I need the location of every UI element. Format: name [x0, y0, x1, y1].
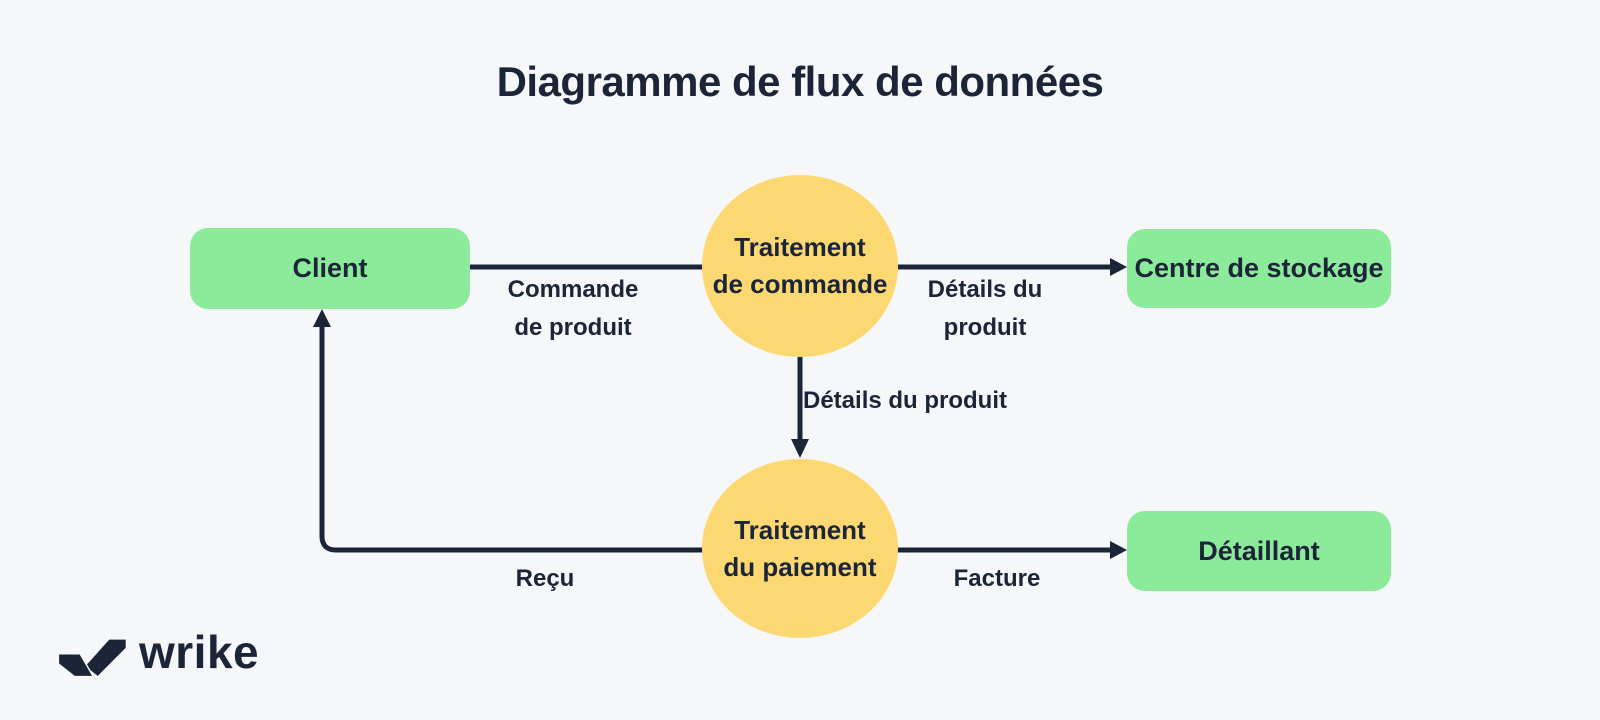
node-client: Client — [190, 228, 470, 309]
node-storage-center: Centre de stockage — [1127, 229, 1391, 308]
flow-label-details-right-line1: Détails du — [927, 276, 1043, 303]
flow-label-order: Commande de produit — [458, 271, 688, 347]
node-payment-processing: Traitement du paiement — [702, 459, 898, 638]
flow-label-details-down: Détails du produit — [803, 387, 1007, 414]
flow-label-details-right: Détails du produit — [885, 271, 1085, 347]
node-order-processing: Traitement de commande — [702, 175, 898, 357]
node-payment-processing-line2: du paiement — [723, 551, 877, 582]
flow-label-receipt: Reçu — [515, 565, 575, 592]
flow-label-order-line1: Commande — [507, 276, 639, 303]
flow-label-order-line2: de produit — [514, 314, 632, 341]
arrowhead-details-down-icon — [791, 439, 809, 458]
node-payment-processing-line1: Traitement — [734, 514, 866, 545]
arrowhead-details-right-icon — [1110, 258, 1127, 276]
flow-label-details-right-line2: produit — [943, 314, 1027, 341]
flow-label-invoice: Facture — [953, 565, 1041, 592]
node-payment-processing-label: Traitement du paiement — [723, 512, 876, 586]
node-storage-center-label: Centre de stockage — [1134, 253, 1384, 283]
node-retailer: Détaillant — [1127, 511, 1391, 591]
wrike-check-icon — [59, 639, 126, 676]
node-client-label: Client — [292, 253, 368, 283]
arrowhead-receipt-icon — [313, 309, 331, 327]
flow-line-receipt — [319, 319, 803, 553]
node-order-processing-line1: Traitement — [734, 232, 866, 262]
wrike-logo: wrike — [55, 625, 259, 679]
node-retailer-label: Détaillant — [1198, 535, 1320, 566]
node-order-processing-line2: de commande — [712, 269, 888, 299]
page-title: Diagramme de flux de données — [496, 58, 1104, 105]
wrike-logo-text: wrike — [139, 626, 260, 678]
arrowhead-invoice-icon — [1110, 541, 1127, 559]
node-order-processing-label: Traitement de commande — [713, 229, 888, 303]
